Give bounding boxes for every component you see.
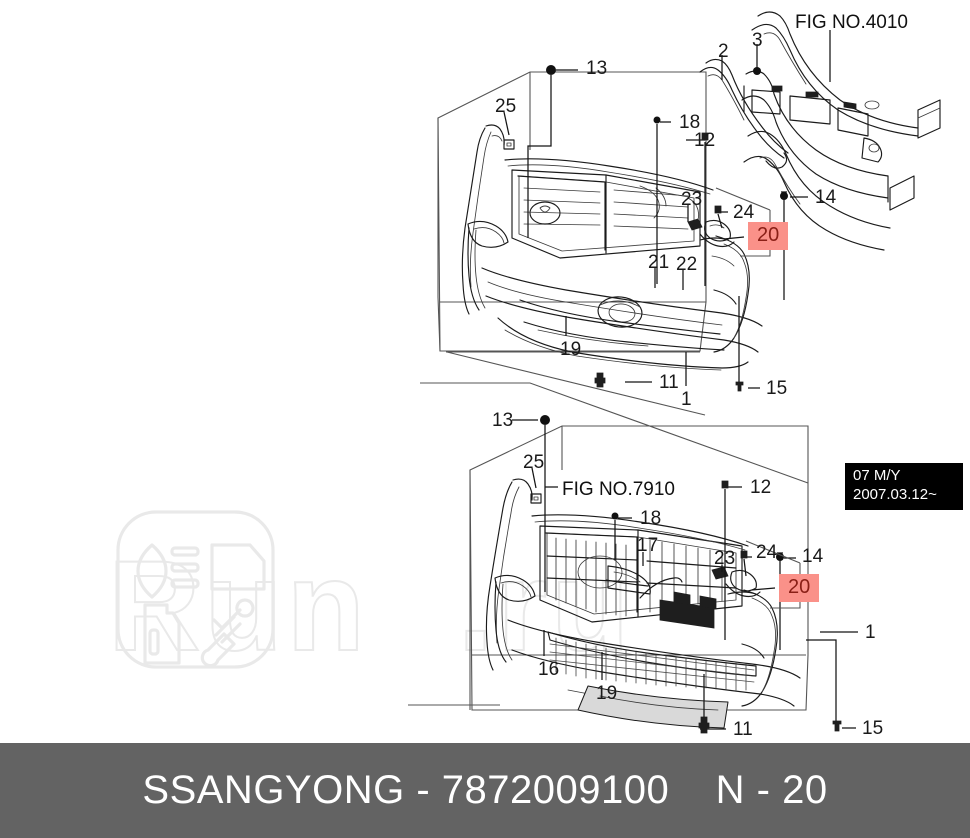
callout-upper-18: 18 [679,112,701,133]
callout-lower-17: 17 [637,535,659,556]
callout-upper-20-highlighted[interactable]: 20 [748,222,789,250]
bolt-icon-lower-11 [698,716,710,734]
callout-lower-20-highlighted[interactable]: 20 [779,574,820,602]
callout-upper-3: 3 [752,30,763,51]
front-bumper-upper [461,124,763,371]
model-year-badge: 07 M/Y 2007.03.12~ [845,463,963,510]
callout-upper-11: 11 [659,372,679,393]
model-year-line2: 2007.03.12~ [853,485,937,503]
watermark-logo [116,510,275,669]
callout-upper-21: 21 [648,252,670,273]
callout-upper-25: 25 [495,96,517,117]
upper-assembly-group [437,11,941,416]
callout-upper-14: 14 [815,187,837,208]
footer-bar: SSANGYONG - 7872009100 N - 20 [0,743,970,838]
callout-lower-24: 24 [756,542,778,563]
callout-lower-16: 16 [538,659,560,680]
callout-lower-11: 11 [733,719,753,740]
callout-lower-19: 19 [596,683,618,704]
callout-upper-22: 22 [676,254,698,275]
callout-lower-13: 13 [492,410,514,431]
bolt-icon-lower-15 [832,720,842,732]
leader-lines-lower [512,415,858,734]
callout-lower-1: 1 [865,622,876,643]
callout-upper-15: 15 [766,378,788,399]
callout-lower-15: 15 [862,718,884,739]
footer-part-label: SSANGYONG - 7872009100 N - 20 [142,768,828,812]
callout-lower-25: 25 [523,452,545,473]
bolt-icon-upper-15 [735,381,744,392]
callout-upper-12: 12 [694,130,716,151]
callout-lower-12: 12 [750,477,772,498]
callout-lower-23: 23 [714,548,736,569]
callout-upper-2: 2 [718,41,729,62]
callout-lower-18: 18 [640,508,662,529]
callout-upper-23: 23 [681,189,703,210]
fig-label-4010: FIG NO.4010 [795,12,908,33]
callout-lower-14: 14 [802,546,824,567]
lower-assembly-group [408,382,809,729]
front-bumper-lower [485,478,801,729]
fig-label-7910: FIG NO.7910 [562,479,675,500]
callout-upper-24: 24 [733,202,755,223]
bolt-icon-upper-11 [594,372,606,388]
leader-lines-upper [503,44,808,392]
callout-upper-19: 19 [560,339,582,360]
callout-upper-1: 1 [681,389,692,410]
callout-upper-13: 13 [586,58,608,79]
model-year-line1: 07 M/Y [853,467,901,484]
